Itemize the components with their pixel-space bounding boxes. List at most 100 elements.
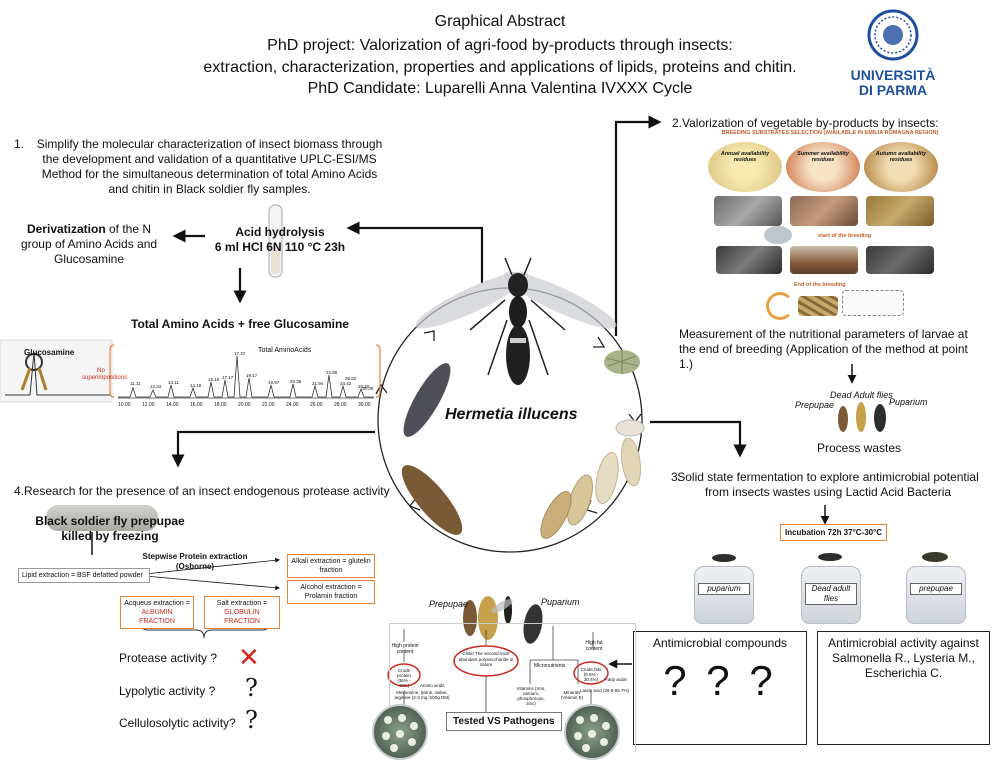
breeding-photo-3: [866, 246, 934, 274]
lauric-acid-label: Lauric acid (28.9-56.7%): [580, 688, 630, 693]
chromatogram-peak-label: 20.35: [290, 379, 302, 384]
arrow-to-alcohol: [144, 575, 280, 591]
section1-text: Simplify the molecular characterization …: [36, 137, 383, 196]
arrow-to-section-4: [171, 430, 375, 468]
chromatogram-glucosamine-label: Glucosamine: [24, 348, 75, 357]
fraction-brace: [139, 621, 271, 639]
header-line-1: Graphical Abstract: [434, 13, 566, 30]
salt-line-2: GLOBULIN FRACTION: [224, 609, 260, 625]
jar-dead-adult-flies: Dead adult flies: [801, 566, 861, 624]
larvae-illustration: [540, 419, 645, 539]
salt-extraction-box: Salt extraction = GLOBULIN FRACTION: [204, 596, 280, 629]
alkali-extraction-box: Alkali extraction = glutelin fraction: [287, 554, 375, 578]
acqueus-line-1: Acqueus extraction =: [124, 600, 190, 607]
header-line-3: extraction, characterization, properties…: [203, 59, 797, 76]
jar-prepupae-label: prepupae: [910, 583, 962, 595]
chromatogram-peak-label: 30.30: [362, 386, 374, 391]
total-amino-acids-title: Total Amino Acids + free Glucosamine: [131, 317, 349, 331]
substrate-photo-1: [714, 196, 782, 226]
summer-residues-photo: [786, 142, 860, 192]
micronutrients-label: Micronutrients: [534, 663, 566, 669]
chromatogram: [0, 339, 381, 403]
adult-fly-illustration: [415, 257, 617, 385]
derivatization-bold: Derivatization: [26, 222, 106, 236]
chitin-label: Chitin The second most abundant polysacc…: [458, 651, 514, 667]
chromatogram-peak-label: 11.11: [130, 381, 141, 386]
header-line-2: PhD project: Valorization of agri-food b…: [267, 37, 733, 54]
protease-x-icon: ✕: [238, 642, 260, 672]
species-name: Hermetia illucens: [445, 406, 578, 423]
larvae-dish-photo: [764, 226, 792, 244]
end-breeding-label: End of the breeding: [794, 282, 846, 288]
chromatogram-peak-label: 13.11: [168, 380, 179, 385]
chromatogram-x-tick: 18.00: [214, 402, 227, 408]
salt-line-1: Salt extraction =: [216, 600, 268, 607]
autumn-label: Autumn availability residues: [875, 151, 927, 163]
jar-dead-flies-label: Dead adult flies: [805, 583, 857, 605]
chromatogram-x-tick: 26.00: [310, 402, 323, 408]
chromatogram-peak-label: 17.17: [222, 375, 234, 380]
acid-hydrolysis-line-2: 6 ml HCl 6N 110 °C 23h: [214, 240, 346, 254]
jar-puparium-label: puparium: [698, 583, 750, 595]
acqueus-line-2: ALBUMIN FRACTION: [139, 609, 175, 625]
acid-hydrolysis-line-1: Acid hydrolysis: [235, 225, 325, 239]
crude-protein-label: Crude protein (36% - 40%): [397, 668, 411, 688]
start-breeding-label: start of the breeding: [818, 233, 872, 239]
pupae-illustration: [401, 363, 463, 535]
jar3-insect-icon: [922, 552, 948, 562]
petri-dish-right: [564, 704, 620, 760]
logo-line-1: UNIVERSITÀ: [850, 67, 936, 83]
section4-title: 4.Research for the presence of an insect…: [14, 484, 390, 498]
chromatogram-peak-label: 21.94: [312, 381, 324, 386]
lypolytic-label: Lypolytic activity ?: [119, 684, 216, 698]
arrow-to-alkali: [144, 557, 280, 575]
waste-puparium-icon: [874, 404, 886, 432]
measurement-text: Measurement of the nutritional parameter…: [679, 327, 968, 371]
substrate-photo-2: [790, 196, 858, 226]
chromatogram-peak-label: 26.20: [358, 384, 370, 389]
cellulosolytic-label: Cellulosolytic activity?: [119, 716, 236, 730]
chromatogram-peak-label: 28.62: [345, 376, 357, 381]
breeding-photo-2: [790, 246, 858, 274]
chromatogram-x-tick: 12.00: [142, 402, 155, 408]
process-wastes-label: Process wastes: [817, 441, 902, 455]
section1-number: 1.: [14, 137, 25, 151]
protease-label: Protease activity ?: [119, 651, 218, 665]
alcohol-extraction-box: Alcohol extraction = Prolamin fraction: [287, 580, 375, 604]
stepwise-extraction-label: Stepwise Protein extraction (Osborne): [142, 552, 248, 571]
fatty-acids-label: Fatty acids: [605, 677, 627, 682]
vitamins-label: Vitamins (Iron, calcium, phosphorous, zi…: [516, 686, 546, 706]
prepupae-photo: [46, 505, 158, 531]
incubation-box: Incubation 72h 37°C-30°C: [780, 524, 888, 541]
no-superimpositions-label: No superimpositions: [82, 368, 128, 381]
separation-photo: [842, 290, 904, 316]
breeding-photo-1: [716, 246, 782, 274]
waste-dead-adult-label: Dead Adult flies: [830, 390, 893, 400]
chromatogram-x-tick: 10.00: [118, 402, 131, 408]
waste-dead-fly-icon: [856, 402, 866, 432]
derivatization-rest: of the N group of Amino Acids and Glucos…: [20, 222, 158, 266]
section3-number: 3.: [671, 470, 682, 484]
university-seal-icon: [867, 9, 919, 61]
waste-puparium-label: Puparium: [889, 397, 928, 407]
antimicrobial-activity-label: Antimicrobial activity against Salmonell…: [828, 636, 979, 680]
composition-panel: [389, 623, 636, 752]
tested-vs-pathogens-box: Tested VS Pathogens: [446, 712, 562, 731]
autumn-residues-photo: [864, 142, 938, 192]
antimicrobial-activity-box: Antimicrobial activity against Salmonell…: [817, 631, 990, 745]
jar2-insect-icon: [818, 553, 842, 561]
antimicrobial-compounds-label: Antimicrobial compounds: [652, 636, 788, 650]
substrate-photo-3: [866, 196, 934, 226]
jar1-insect-icon: [712, 554, 736, 562]
bottom-insects-illustration: [463, 596, 543, 644]
chromatogram-peak-label: 14.19: [190, 383, 202, 388]
eggs-illustration: [604, 350, 640, 374]
prepupae-killed-label: Black soldier fly prepupae killed by fre…: [35, 514, 185, 543]
waste-prepupa-icon: [838, 406, 848, 432]
chromatogram-x-tick: 24.00: [286, 402, 299, 408]
crude-fats-label: Crude fats (6.6% - 30.4%): [580, 667, 602, 682]
chromatogram-total-label: Total AminoAcids: [258, 347, 312, 354]
chromatogram-x-tick: 20.00: [238, 402, 251, 408]
chromatogram-peak-label: 24.42: [340, 381, 352, 386]
